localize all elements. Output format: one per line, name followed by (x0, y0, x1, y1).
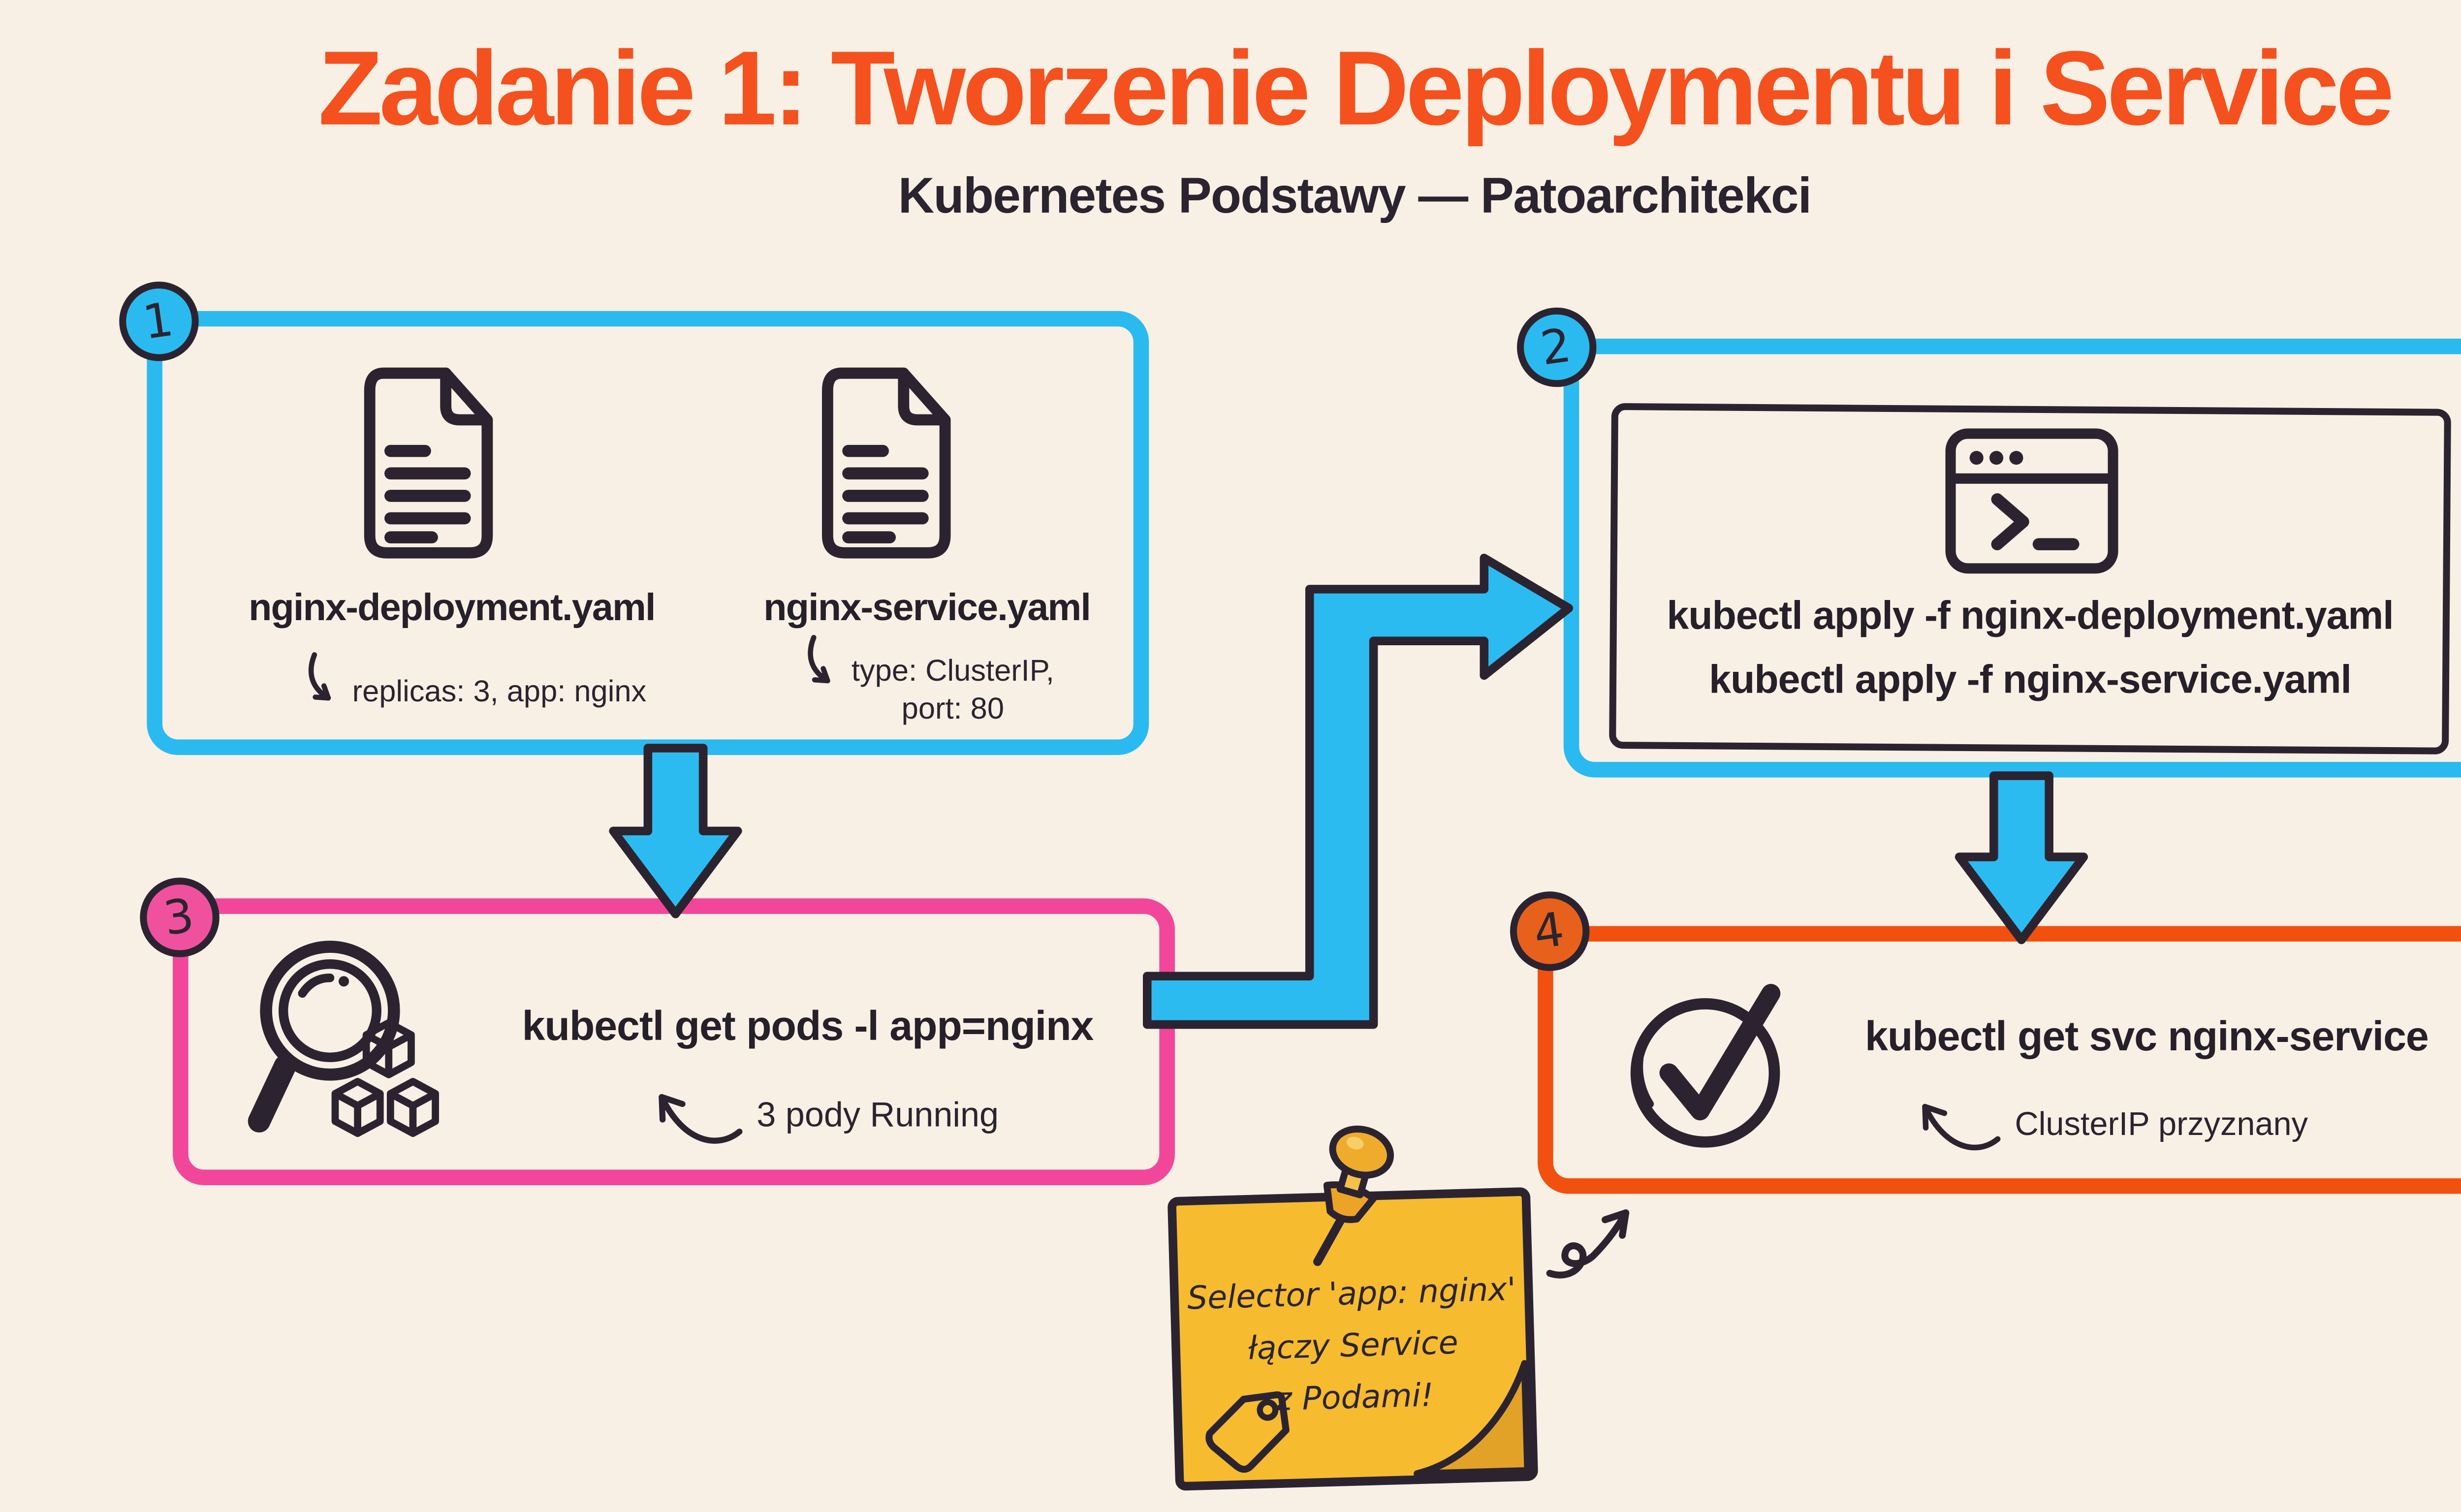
step2-box: kubectl apply -f nginx-deployment.yaml k… (1563, 338, 2461, 778)
yaml-file-icon (821, 367, 951, 559)
elbow-arrow-to-step2 (1142, 554, 1574, 1029)
step2-badge: 2 (1516, 307, 1597, 387)
apply-service-command: kubectl apply -f nginx-service.yaml (1709, 656, 2352, 702)
step1-badge: 1 (119, 282, 199, 361)
pushpin-icon (1313, 1125, 1394, 1266)
service-note-line2: port: 80 (901, 691, 1005, 726)
step1-box: nginx-deployment.yaml nginx-service.yaml… (147, 311, 1149, 755)
step4-box: kubectl get svc nginx-service ClusterIP … (1538, 926, 2461, 1194)
deployment-note: replicas: 3, app: nginx (352, 673, 647, 709)
tag-icon (1205, 1391, 1290, 1473)
hook-arrow-icon (308, 652, 331, 701)
curled-corner (1414, 1360, 1531, 1478)
curved-arrow-icon (659, 1094, 743, 1144)
curved-arrow-icon (1922, 1103, 2001, 1151)
step4-badge: 4 (1510, 891, 1590, 971)
yaml-file-icon (364, 367, 493, 559)
step3-box: kubectl get pods -l app=nginx 3 pody Run… (173, 898, 1175, 1185)
magnifier-pods-icon (248, 941, 439, 1137)
check-circle-icon (1630, 984, 1781, 1148)
sticky-note: Selector 'app: nginx' łączy Service z Po… (1167, 1187, 1539, 1491)
get-svc-command: kubectl get svc nginx-service (1865, 1014, 2429, 1061)
page-subtitle: Kubernetes Podstawy — Patoarchitekci (898, 169, 1812, 225)
step3-badge: 3 (140, 878, 220, 957)
arrow-step2-to-step4 (1955, 771, 2088, 945)
curly-arrow-icon (1546, 1209, 1630, 1279)
arrow-step1-to-step3 (609, 744, 742, 918)
clusterip-note: ClusterIP przyznany (2015, 1107, 2308, 1144)
file-name-deployment: nginx-deployment.yaml (249, 585, 656, 629)
apply-deployment-command: kubectl apply -f nginx-deployment.yaml (1667, 592, 2394, 638)
file-name-service: nginx-service.yaml (763, 585, 1091, 629)
hook-arrow-icon (807, 634, 830, 684)
terminal-icon (1945, 428, 2118, 574)
get-pods-command: kubectl get pods -l app=nginx (522, 1004, 1094, 1051)
page-title: Zadanie 1: Tworzenie Deploymentu i Servi… (318, 29, 2395, 147)
pods-running-note: 3 pody Running (757, 1097, 999, 1135)
service-note-line1: type: ClusterIP, (851, 653, 1054, 688)
